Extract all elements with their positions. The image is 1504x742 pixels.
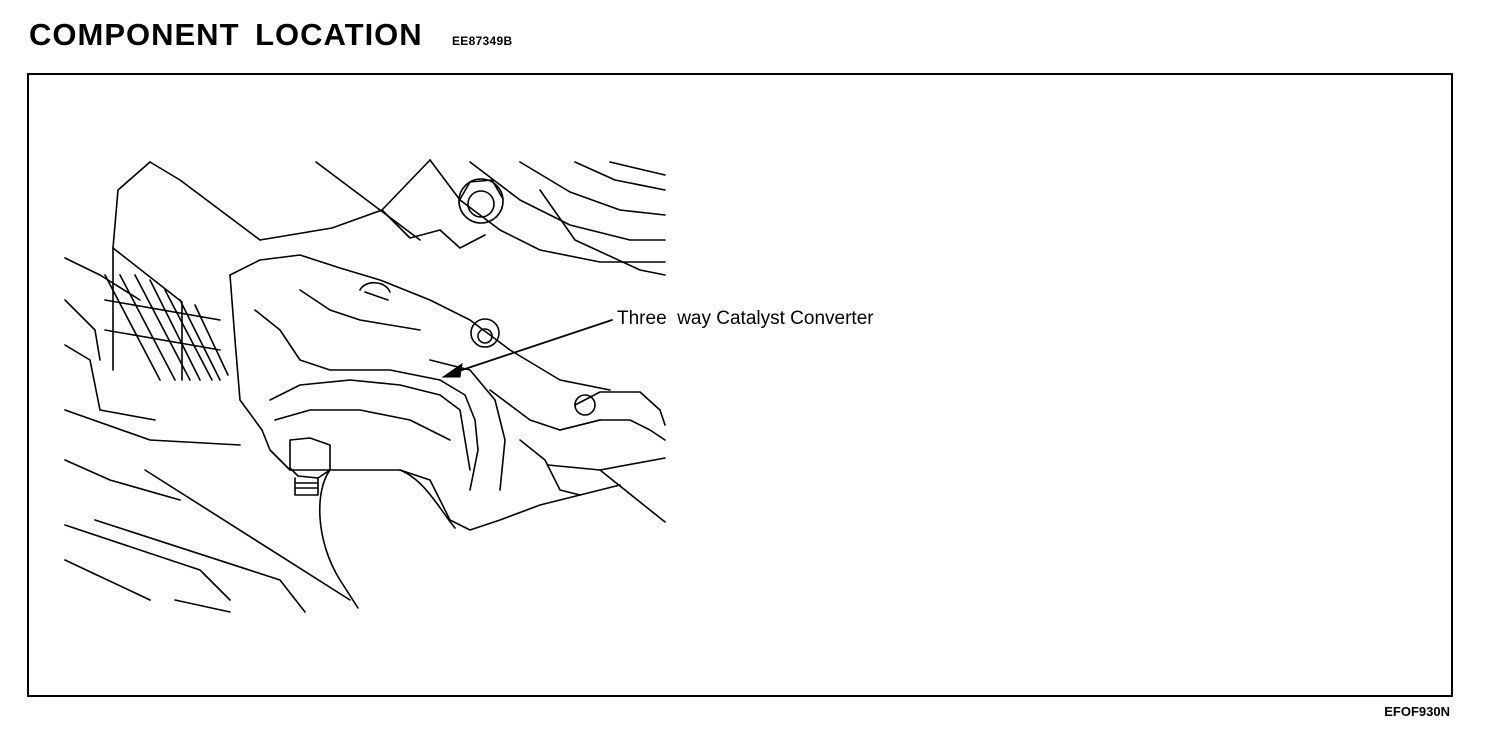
page-title: COMPONENT LOCATION (29, 17, 423, 52)
catalyst-converter-callout: Three way Catalyst Converter (617, 308, 874, 329)
figure-code: EFOF930N (1384, 704, 1450, 719)
diagram-frame (27, 73, 1453, 697)
section-code: EE87349B (452, 34, 513, 48)
